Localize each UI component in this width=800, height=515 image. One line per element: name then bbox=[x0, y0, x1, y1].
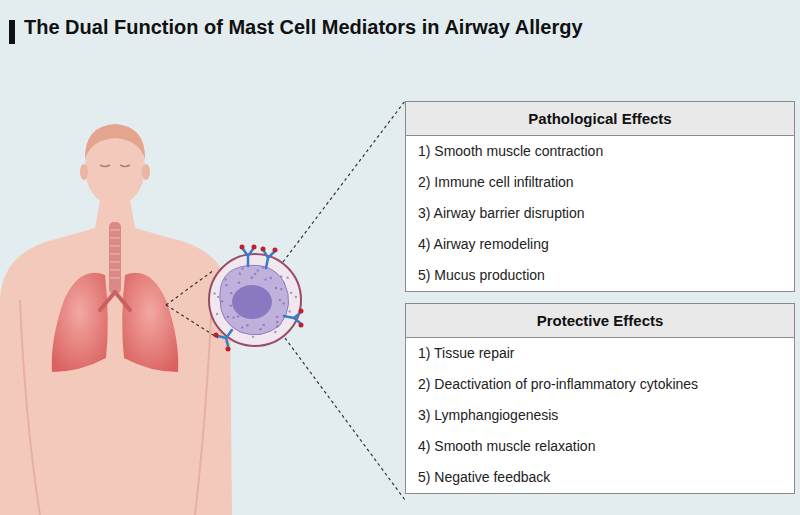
effect-item: 5) Mucus production bbox=[406, 260, 794, 291]
effect-item: 4) Smooth muscle relaxation bbox=[406, 431, 794, 462]
effects-panel: Pathological Effects1) Smooth muscle con… bbox=[405, 101, 795, 292]
zoom-lines bbox=[166, 101, 405, 500]
mast-cell-inset bbox=[209, 254, 301, 346]
torso bbox=[0, 200, 232, 515]
effect-item: 3) Lymphangiogenesis bbox=[406, 400, 794, 431]
nucleus bbox=[232, 285, 272, 319]
left-lung bbox=[122, 273, 178, 372]
ige-antibodies bbox=[218, 249, 300, 346]
effect-item: 1) Tissue repair bbox=[406, 338, 794, 369]
mast-cell bbox=[220, 265, 289, 334]
effect-item: 4) Airway remodeling bbox=[406, 229, 794, 260]
allergens bbox=[214, 245, 304, 352]
effect-item: 3) Airway barrier disruption bbox=[406, 198, 794, 229]
effect-item: 2) Deactivation of pro-inflammatory cyto… bbox=[406, 369, 794, 400]
effects-panel: Protective Effects1) Tissue repair2) Dea… bbox=[405, 303, 795, 494]
effect-item: 2) Immune cell infiltration bbox=[406, 167, 794, 198]
title: The Dual Function of Mast Cell Mediators… bbox=[24, 16, 583, 39]
arm-lines bbox=[20, 300, 212, 515]
title-bar bbox=[9, 20, 15, 44]
panel-heading: Pathological Effects bbox=[406, 102, 794, 136]
effect-item: 1) Smooth muscle contraction bbox=[406, 136, 794, 167]
hair bbox=[85, 124, 145, 160]
effect-item: 5) Negative feedback bbox=[406, 462, 794, 493]
panel-heading: Protective Effects bbox=[406, 304, 794, 338]
right-lung bbox=[52, 273, 108, 372]
trachea bbox=[109, 222, 121, 294]
granules bbox=[213, 266, 297, 338]
